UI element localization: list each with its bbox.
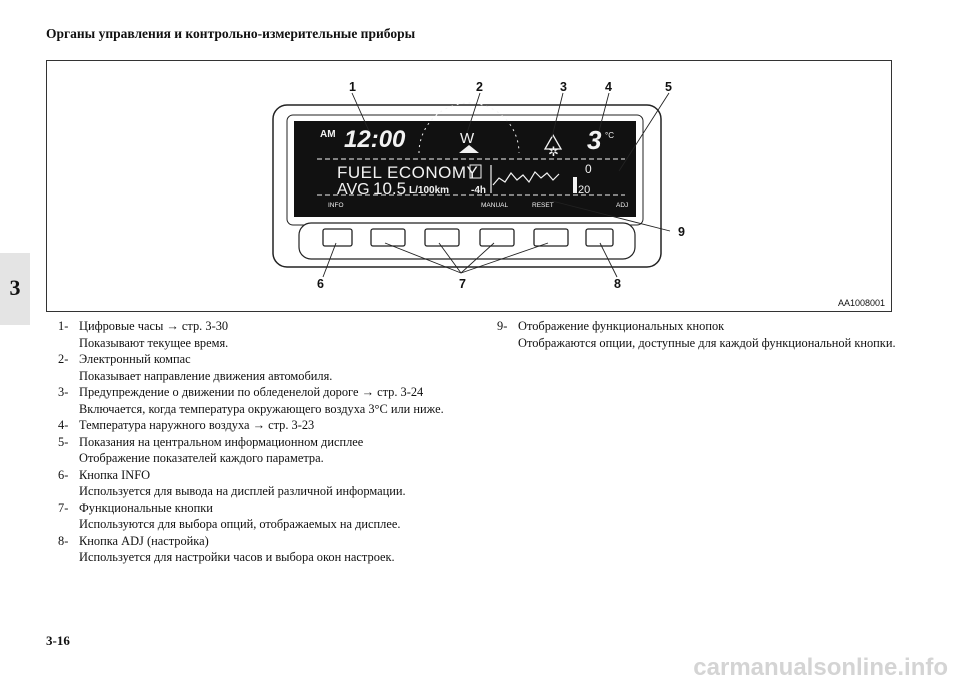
- info-button: [322, 228, 353, 247]
- compass-pointer: [459, 145, 479, 153]
- callout-6: 6: [317, 277, 324, 291]
- callout-1: 1: [349, 80, 356, 94]
- legend-item-4: 4-Температура наружного воздуха → стр. 3…: [58, 418, 315, 432]
- ice-warning-icon: [543, 133, 563, 150]
- callout-8: 8: [614, 277, 621, 291]
- lcd-page-icon: [469, 164, 482, 179]
- softkey-label-reset: RESET: [532, 202, 554, 209]
- callout-7: 7: [459, 277, 466, 291]
- graph-scale-top: 0: [585, 162, 592, 176]
- compass-arc: [418, 102, 520, 154]
- callout-9: 9: [678, 225, 685, 239]
- temp-unit: °C: [605, 131, 614, 140]
- clock-readout: 12:00: [344, 126, 406, 153]
- page-number: 3-16: [46, 633, 70, 648]
- legend-item-8: 8-Кнопка ADJ (настройка)Используется для…: [58, 533, 395, 565]
- callout-2: 2: [476, 80, 483, 94]
- outside-temp: 3: [587, 125, 602, 155]
- chapter-number: 3: [9, 275, 21, 300]
- leader-lines: [322, 92, 671, 278]
- economy-graph-line: [492, 171, 560, 186]
- display-figure: AM 12:00 W ✲ 3 °C FUEL ECONOMY AVG 10.5 …: [46, 60, 892, 312]
- legend-item-5: 5-Показания на центральном информационно…: [58, 434, 364, 466]
- function-button-4: [533, 228, 569, 247]
- compass-heading: W: [460, 130, 475, 147]
- callout-3: 3: [560, 80, 567, 94]
- lcd-line1: FUEL ECONOMY: [337, 163, 478, 182]
- function-button-1: [370, 228, 406, 247]
- function-button-3: [479, 228, 515, 247]
- display-illustration: AM 12:00 W ✲ 3 °C FUEL ECONOMY AVG 10.5 …: [272, 80, 685, 291]
- lcd-line2-value: 10.5: [373, 179, 406, 198]
- softkey-label-adj: ADJ: [616, 202, 628, 209]
- snowflake-icon: ✲: [548, 144, 559, 159]
- lcd-range: -4h: [471, 185, 486, 196]
- lcd-screen: [294, 121, 636, 217]
- function-button-2: [424, 228, 460, 247]
- legend-item-3: 3-Предупреждение о движении по обледенел…: [58, 385, 444, 416]
- figure-code: AA1008001: [837, 298, 885, 308]
- callout-4: 4: [605, 80, 612, 94]
- graph-scale-bottom: 20: [578, 184, 590, 196]
- lcd-line2-unit: L/100km: [409, 185, 449, 196]
- running-header: Органы управления и контрольно-измерител…: [46, 26, 416, 41]
- softkey-label-info: INFO: [328, 202, 344, 209]
- am-indicator: AM: [320, 129, 336, 140]
- softkey-label-manual: MANUAL: [481, 202, 508, 209]
- chapter-tab: 3: [0, 253, 30, 325]
- watermark: carmanualsonline.info: [693, 654, 948, 681]
- adj-button: [585, 228, 614, 247]
- graph-bar: [573, 177, 577, 193]
- lcd-line2-prefix: AVG: [337, 181, 370, 198]
- callout-5: 5: [665, 80, 672, 94]
